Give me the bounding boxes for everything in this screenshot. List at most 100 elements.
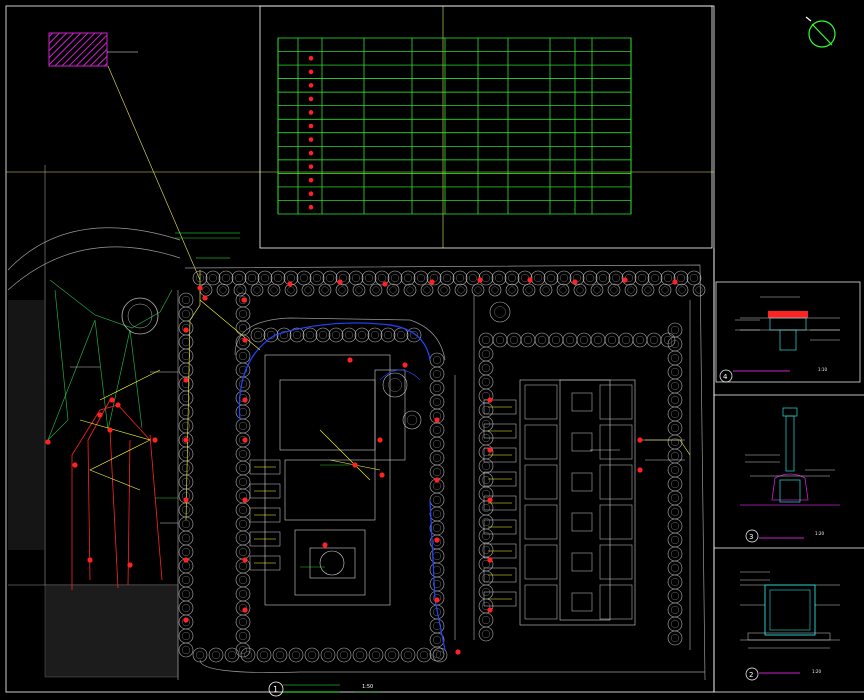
legend-light-symbol-icon (308, 191, 314, 196)
building-right (519, 379, 636, 626)
legend-light-symbol-icon (308, 69, 314, 75)
tree-icon (301, 283, 315, 297)
tree-icon (322, 270, 338, 286)
plan-annotations (70, 232, 685, 568)
tree-icon (352, 647, 368, 663)
tree-icon (437, 283, 451, 297)
tree-icon (244, 270, 260, 286)
tree-icon (658, 283, 672, 297)
light-fixture-icon (434, 537, 440, 543)
tree-icon (522, 283, 536, 297)
light-fixture-icon (622, 277, 628, 283)
light-fixture-icon (487, 607, 493, 613)
light-fixture-icon (87, 557, 93, 563)
light-fixture-icon (637, 437, 643, 443)
light-fixture-icon (183, 377, 189, 383)
parking-bay (249, 459, 281, 475)
tree-icon (302, 327, 318, 343)
main-plan-marker: 1 (273, 685, 278, 694)
tree-icon (686, 270, 702, 286)
tree-icon (647, 270, 663, 286)
light-fixture-icon (127, 562, 133, 568)
light-fixture-icon (637, 467, 643, 473)
light-fixture-icon (202, 295, 208, 301)
leader-line (107, 65, 201, 281)
tree-icon (675, 283, 689, 297)
detail-c: 2 1:20 (740, 571, 840, 681)
tree-icon (368, 647, 384, 663)
parking-bay (483, 471, 517, 487)
tree-icon (367, 327, 383, 343)
tree-icon (289, 327, 305, 343)
light-fixture-icon (379, 472, 385, 478)
tree-icon (595, 270, 611, 286)
site-plan: 1 1:50 (7, 165, 706, 697)
tree-icon (267, 283, 281, 297)
light-fixture-icon (487, 447, 493, 453)
parking-bay (483, 591, 517, 607)
tree-icon (432, 647, 448, 663)
tree-icon (341, 327, 357, 343)
parking-bay (483, 567, 517, 583)
tree-icon (208, 647, 224, 663)
light-fixture-icon (455, 649, 461, 655)
tree-icon (491, 270, 507, 286)
tree-icon (387, 270, 403, 286)
tree-icon (488, 283, 502, 297)
parking-bay (483, 519, 517, 535)
light-fixture-icon (183, 497, 189, 503)
light-fixture-icon (352, 462, 358, 468)
tree-icon (192, 647, 208, 663)
tree-icon (590, 283, 604, 297)
detail-b-marker: 3 (749, 533, 753, 541)
tree-icon (386, 283, 400, 297)
light-fixture-icon (115, 402, 121, 408)
legend-light-symbol-icon (308, 164, 314, 169)
tree-icon (403, 283, 417, 297)
north-arrow-icon (805, 16, 836, 48)
detail-a-scale: 1:10 (818, 367, 827, 372)
legend-light-symbol-icon (308, 177, 314, 183)
tree-icon (288, 647, 304, 663)
tree-icon (478, 626, 494, 642)
tree-icon (607, 283, 621, 297)
light-fixture-icon (434, 417, 440, 423)
light-fixture-icon (183, 557, 189, 563)
tree-icon (416, 647, 432, 663)
tree-icon (543, 270, 559, 286)
tree-icon (692, 283, 706, 297)
legend-light-symbol-icon (308, 150, 314, 156)
light-fixture-icon (109, 397, 115, 403)
tree-icon (328, 327, 344, 343)
legend-light-symbol-icon (308, 137, 314, 142)
light-fixture-icon (242, 397, 248, 403)
tree-icon (452, 270, 468, 286)
tree-icon (505, 283, 519, 297)
tree-icon (354, 327, 370, 343)
detail-a: 4 1:10 (715, 281, 861, 383)
parking-bay (483, 423, 517, 439)
light-fixture-icon (242, 437, 248, 443)
legend-table-grid (277, 37, 632, 215)
tree-icon (250, 327, 266, 343)
tree-icon (384, 647, 400, 663)
light-fixture-icon (672, 279, 678, 285)
legend-light-symbol-icon (308, 96, 314, 102)
light-fixture-icon (572, 279, 578, 285)
tree-icon (382, 372, 408, 398)
tree-icon (315, 327, 331, 343)
light-fixture-icon (434, 477, 440, 483)
light-fixture-icon (241, 297, 247, 303)
tree-icon (361, 270, 377, 286)
tree-icon (272, 647, 288, 663)
light-fixture-icon (477, 277, 483, 283)
tree-icon (489, 301, 511, 323)
tree-icon (402, 410, 422, 430)
tree-icon (556, 270, 572, 286)
light-fixture-icon (45, 439, 51, 445)
legend-table (259, 5, 713, 249)
tree-icon (231, 270, 247, 286)
tree-icon (235, 642, 251, 658)
tree-icon (250, 283, 264, 297)
